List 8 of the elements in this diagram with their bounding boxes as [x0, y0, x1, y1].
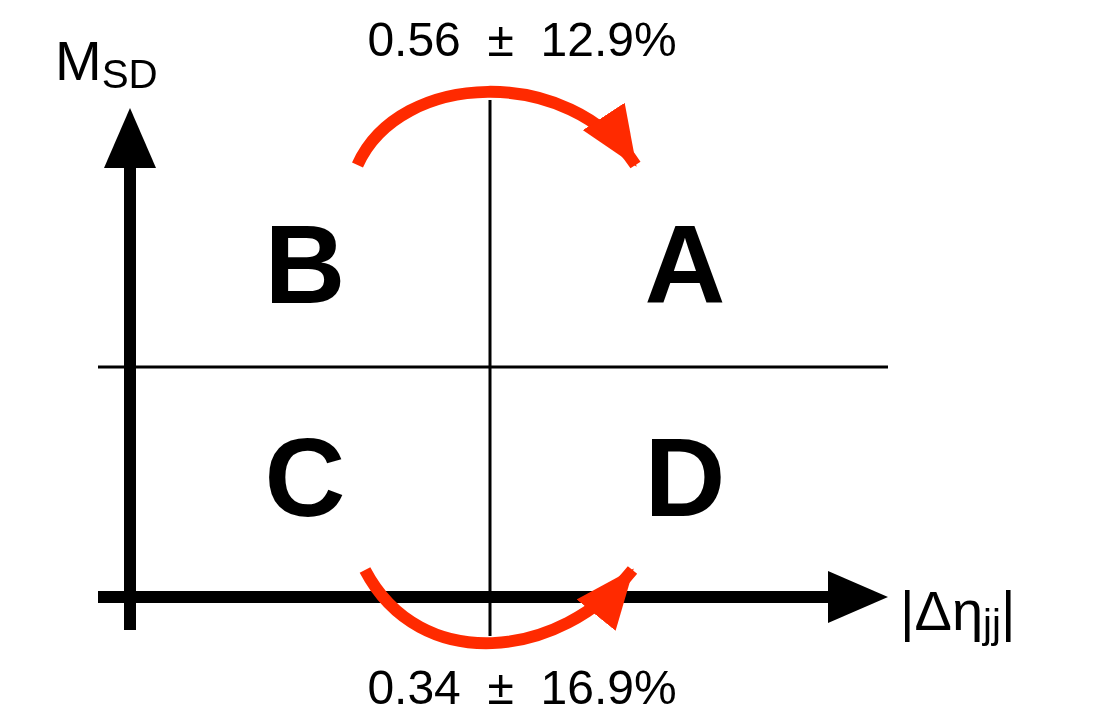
axis-label: M$_{SD}$: [55, 30, 158, 97]
quadrant-letter: D: [644, 421, 726, 534]
quadrant-letter: A: [644, 209, 726, 321]
quadrant-letter: B: [264, 209, 346, 321]
quadrant-letter: C: [264, 421, 346, 534]
axis-label: |Δη$_{jj}$|: [900, 580, 1016, 647]
curved-arrow: [359, 565, 637, 650]
curved-arrow: [352, 86, 641, 169]
